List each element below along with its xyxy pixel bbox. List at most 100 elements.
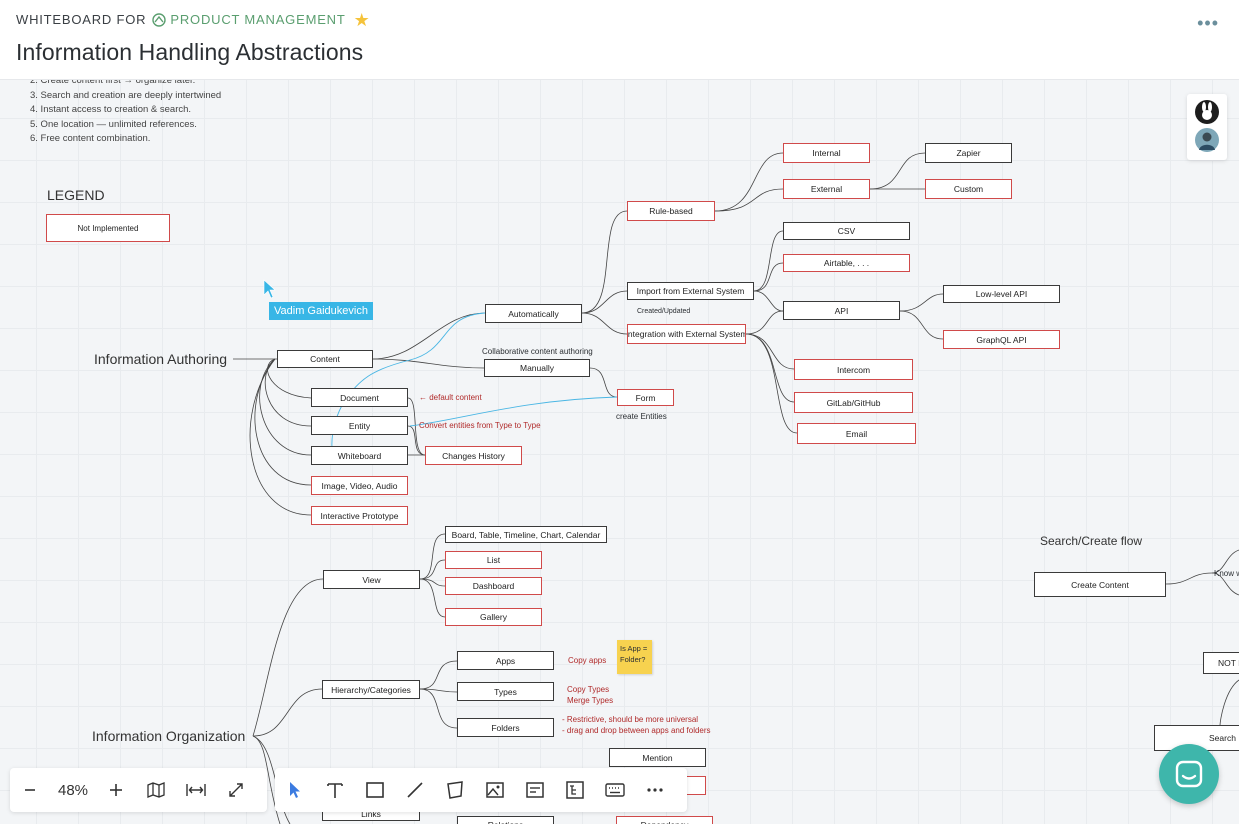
card-icon: [526, 782, 544, 798]
node-document[interactable]: Document: [311, 388, 408, 407]
node-import-external[interactable]: Import from External System: [627, 282, 754, 300]
whiteboard-canvas[interactable]: 2. Create content first → organize later…: [0, 80, 1239, 824]
connector-lines: [233, 152, 1239, 824]
keyboard-shortcuts-button[interactable]: [595, 768, 635, 812]
map-view-button[interactable]: [136, 768, 176, 812]
zoom-out-button[interactable]: [10, 768, 50, 812]
chat-icon: [1175, 760, 1203, 788]
text-tool-button[interactable]: [315, 768, 355, 812]
workspace-link[interactable]: PRODUCT MANAGEMENT: [152, 12, 345, 27]
more-options-icon[interactable]: •••: [1197, 13, 1219, 33]
mindmap-icon: [566, 781, 584, 799]
label-created-updated: Created/Updated: [637, 308, 691, 315]
note-line: 6. Free content combination.: [30, 133, 151, 144]
node-gitlab-github[interactable]: GitLab/GitHub: [794, 392, 913, 413]
avatar-bunny-icon: [1202, 102, 1212, 120]
node-know: Know w: [1214, 569, 1239, 578]
star-icon[interactable]: ★: [353, 9, 371, 30]
node-interactive-prototype[interactable]: Interactive Prototype: [311, 506, 408, 525]
node-intercom[interactable]: Intercom: [794, 359, 913, 380]
node-types[interactable]: Types: [457, 682, 554, 701]
breadcrumb: WHITEBOARD FOR PRODUCT MANAGEMENT ★: [16, 9, 371, 30]
node-create-content[interactable]: Create Content: [1034, 572, 1166, 597]
zoom-toolbar: 48%: [10, 768, 267, 812]
node-external[interactable]: External: [783, 179, 870, 199]
node-integration-external[interactable]: Integration with External System: [627, 324, 746, 344]
line-icon: [407, 782, 423, 798]
workspace-name: PRODUCT MANAGEMENT: [170, 12, 346, 27]
node-mention[interactable]: Mention: [609, 748, 706, 767]
label-create-entities: create Entities: [616, 412, 667, 421]
minus-icon: [25, 789, 35, 791]
node-form[interactable]: Form: [617, 389, 674, 406]
node-manually[interactable]: Manually: [484, 359, 590, 377]
node-board-table[interactable]: Board, Table, Timeline, Chart, Calendar: [445, 526, 607, 543]
fit-width-button[interactable]: [176, 768, 216, 812]
page-title: Information Handling Abstractions: [16, 39, 364, 65]
node-automatically[interactable]: Automatically: [485, 304, 582, 323]
sticky-note-icon: [447, 781, 463, 799]
shape-tool-button[interactable]: [355, 768, 395, 812]
node-not-implemented[interactable]: NOT I: [1203, 652, 1239, 674]
mindmap-tool-button[interactable]: [555, 768, 595, 812]
pointer-icon: [290, 782, 300, 798]
tools-toolbar: [275, 768, 687, 812]
label-convert-entities: Convert entities from Type to Type: [419, 421, 541, 430]
chat-support-button[interactable]: [1159, 744, 1219, 804]
section-search-create-flow: Search/Create flow: [1040, 534, 1143, 548]
node-api[interactable]: API: [783, 301, 900, 320]
node-changes-history[interactable]: Changes History: [425, 446, 522, 465]
avatar[interactable]: [1195, 128, 1219, 152]
cursor-arrow: [263, 279, 276, 299]
node-gallery[interactable]: Gallery: [445, 608, 542, 626]
card-tool-button[interactable]: [515, 768, 555, 812]
node-custom[interactable]: Custom: [925, 179, 1012, 199]
line-tool-button[interactable]: [395, 768, 435, 812]
plus-icon: [110, 784, 122, 796]
node-relations[interactable]: Relations: [457, 816, 554, 824]
label-merge-types: Merge Types: [567, 696, 614, 705]
node-csv[interactable]: CSV: [783, 222, 910, 240]
section-information-authoring: Information Authoring: [94, 351, 228, 367]
node-airtable[interactable]: Airtable, . . .: [783, 254, 910, 272]
avatar-person-icon: [1199, 132, 1215, 150]
zoom-in-button[interactable]: [96, 768, 136, 812]
sticky-note[interactable]: Is App = Folder?: [617, 640, 652, 674]
node-internal[interactable]: Internal: [783, 143, 870, 163]
collaborators-panel: [1187, 94, 1227, 160]
fullscreen-button[interactable]: [216, 768, 256, 812]
zoom-level[interactable]: 48%: [57, 781, 89, 799]
label-drag-drop: - drag and drop between apps and folders: [562, 726, 711, 735]
node-content[interactable]: Content: [277, 350, 373, 368]
node-whiteboard[interactable]: Whiteboard: [311, 446, 408, 465]
node-image-video-audio[interactable]: Image, Video, Audio: [311, 476, 408, 495]
section-information-organization: Information Organization: [92, 728, 246, 744]
node-zapier[interactable]: Zapier: [925, 143, 1012, 163]
label-folders-notes: - Restrictive, should be more universal …: [562, 714, 711, 736]
node-entity[interactable]: Entity: [311, 416, 408, 435]
node-rule-based[interactable]: Rule-based: [627, 201, 715, 221]
node-hierarchy-categories[interactable]: Hierarchy/Categories: [322, 680, 420, 699]
node-graphql-api[interactable]: GraphQL API: [943, 330, 1060, 349]
node-dashboard[interactable]: Dashboard: [445, 577, 542, 595]
sticky-tool-button[interactable]: [435, 768, 475, 812]
more-tools-button[interactable]: [635, 768, 675, 812]
node-list[interactable]: List: [445, 551, 542, 569]
map-icon: [147, 782, 165, 798]
node-apps[interactable]: Apps: [457, 651, 554, 670]
label-copy-apps: Copy apps: [568, 656, 607, 665]
legend-title: LEGEND: [47, 187, 105, 203]
image-tool-button[interactable]: [475, 768, 515, 812]
board-header: WHITEBOARD FOR PRODUCT MANAGEMENT ★ Info…: [0, 0, 1239, 80]
node-email[interactable]: Email: [797, 423, 916, 444]
node-view[interactable]: View: [323, 570, 420, 589]
node-folders[interactable]: Folders: [457, 718, 554, 737]
label-copy-types: Copy Types: [567, 685, 610, 694]
select-tool-button[interactable]: [275, 768, 315, 812]
node-dependency[interactable]: Dependency: [616, 816, 713, 824]
node-low-level-api[interactable]: Low-level API: [943, 285, 1060, 303]
avatar[interactable]: [1195, 100, 1219, 124]
label-restrictive: - Restrictive, should be more universal: [562, 715, 699, 724]
note-line: 2. Create content first → organize later…: [30, 80, 196, 86]
legend-not-implemented[interactable]: Not Implemented: [46, 214, 170, 242]
